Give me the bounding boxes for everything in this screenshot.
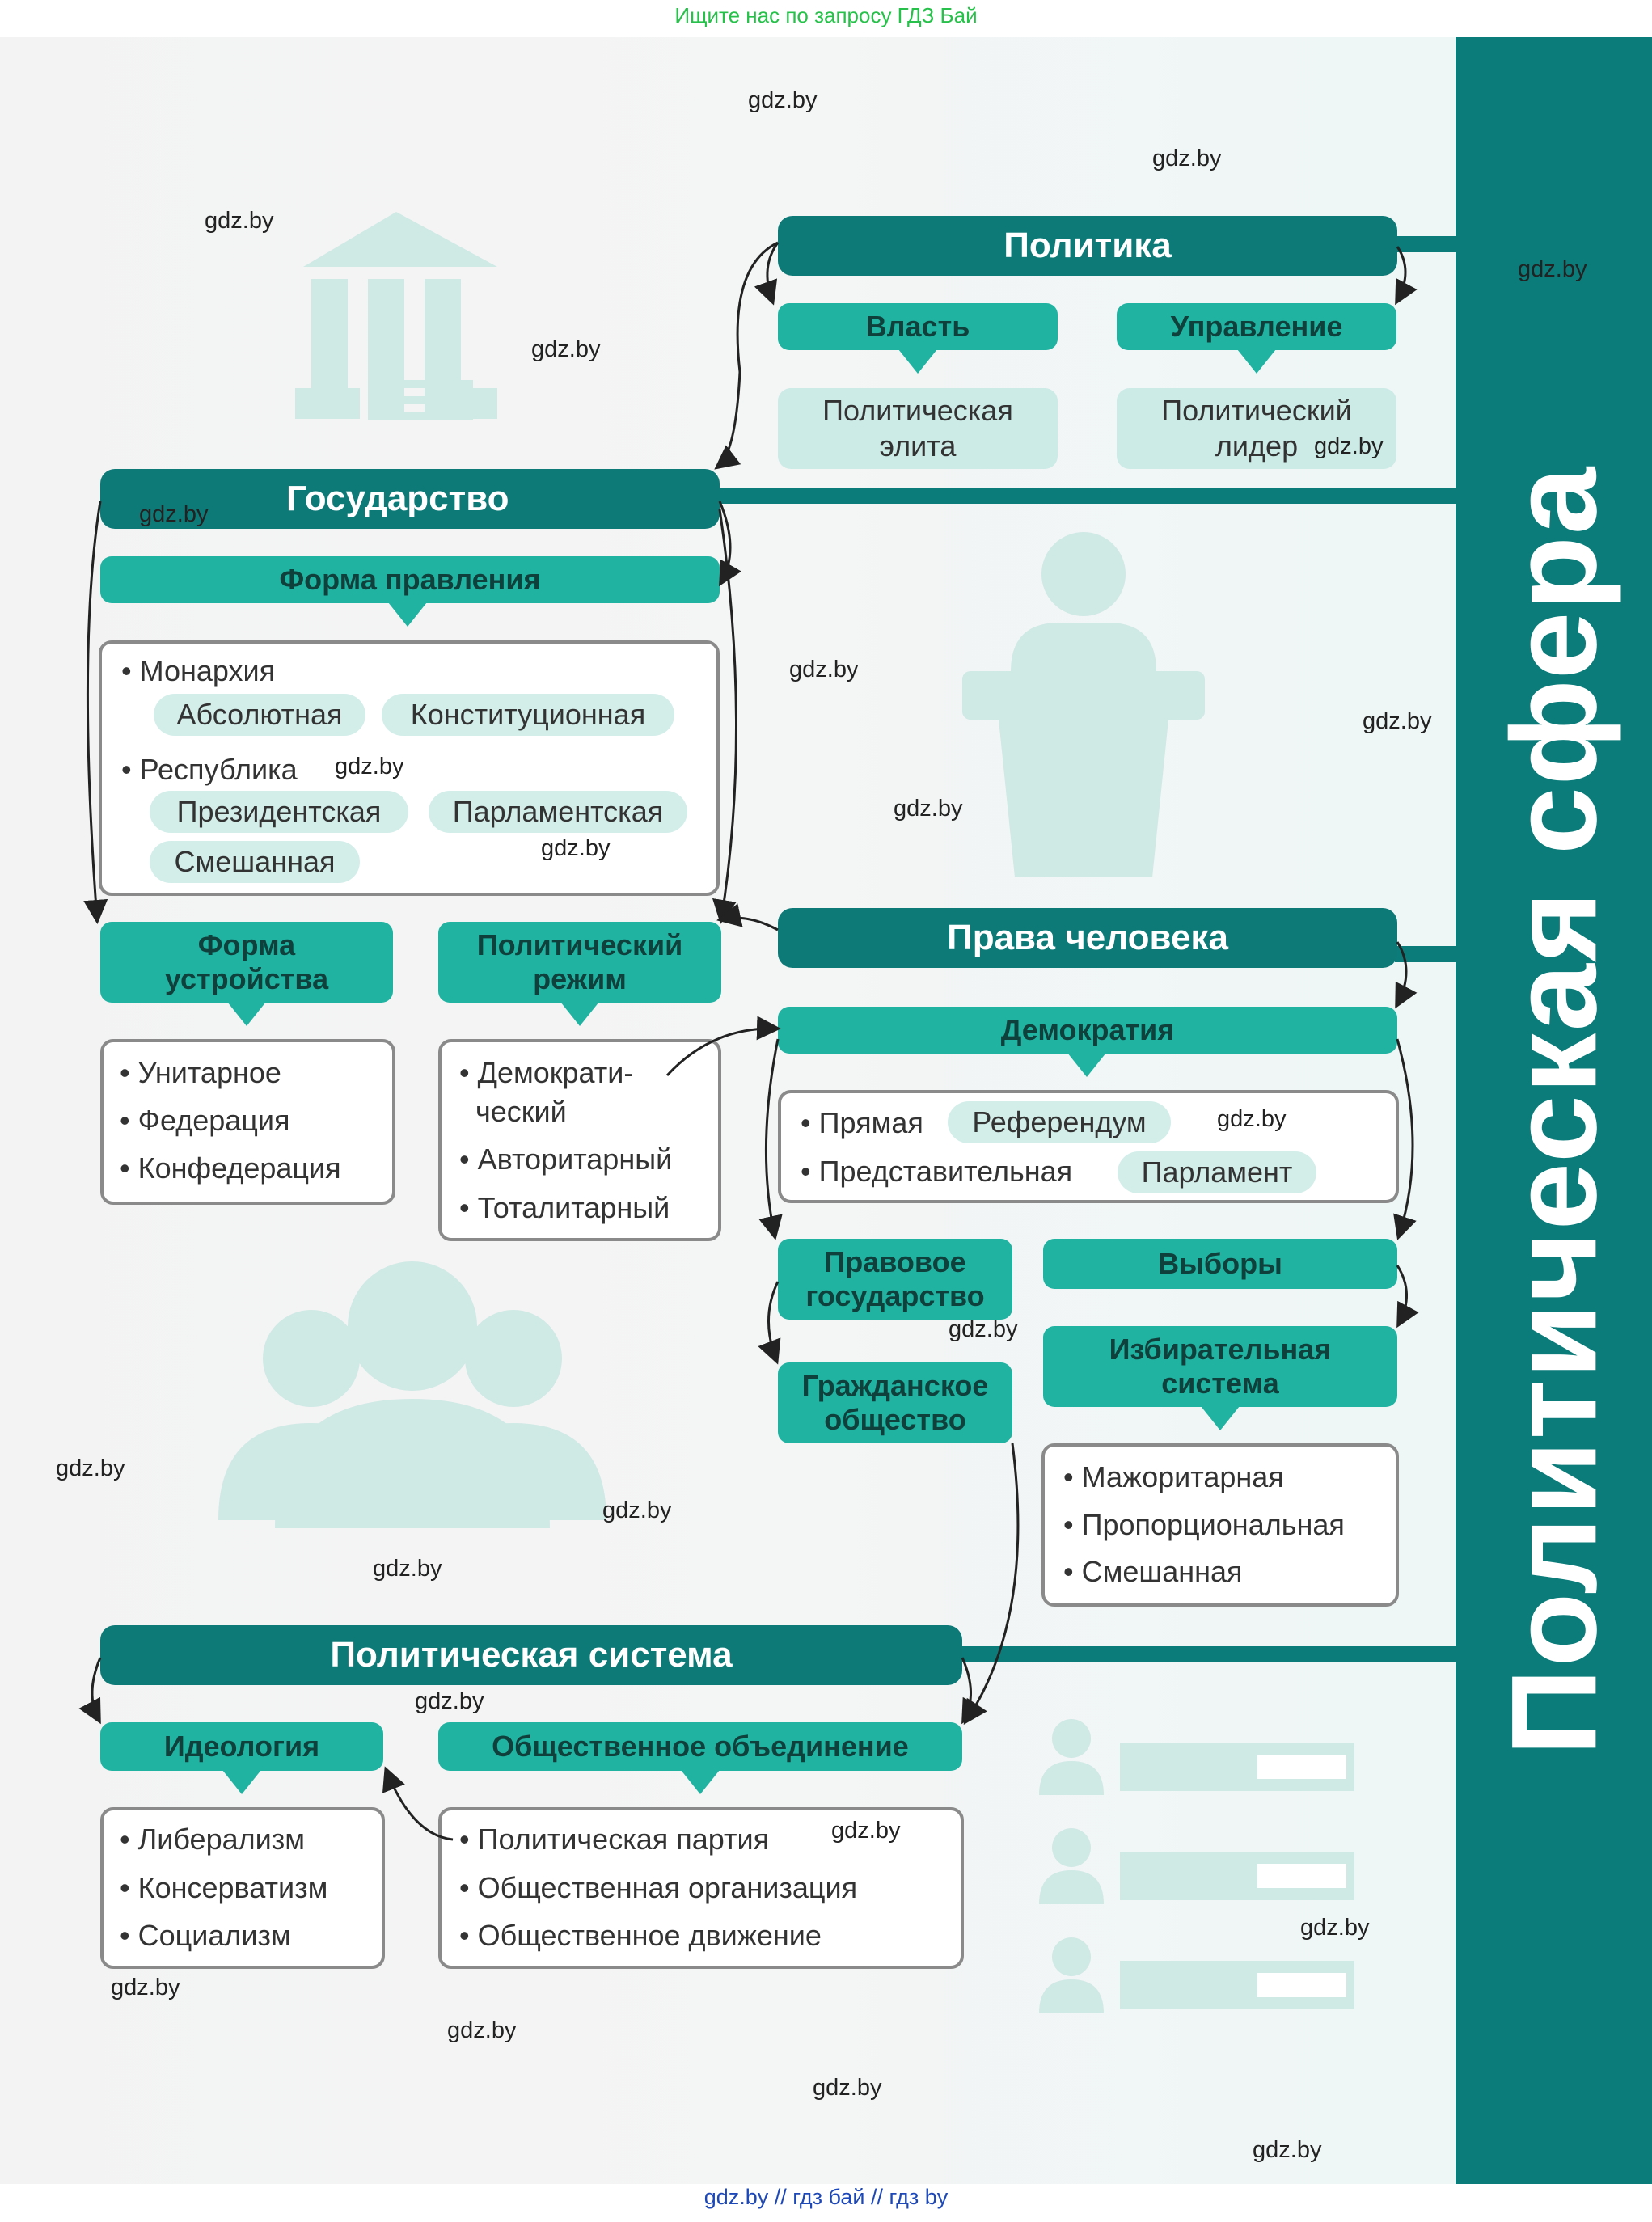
watermark: gdz.by <box>1217 1106 1287 1132</box>
regime-item-1: • Демократи- <box>459 1056 634 1089</box>
civil-society-box: Гражданское общество <box>778 1362 1012 1443</box>
watermark: gdz.by <box>748 87 818 113</box>
power-box: Власть <box>778 303 1058 350</box>
state-connector <box>712 488 1460 504</box>
bottom-note[interactable]: gdz.by // гдз бай // гдз by <box>703 2185 949 2209</box>
electoral-item-1: • Мажоритарная <box>1063 1460 1284 1493</box>
ideology-item-2: • Консерватизм <box>120 1871 328 1904</box>
system-connector <box>962 1646 1460 1662</box>
electoral-list <box>1041 1443 1399 1607</box>
referendum-pill: Референдум <box>948 1101 1171 1143</box>
power-pointer <box>898 349 937 374</box>
politics-connector <box>1395 236 1460 252</box>
electoral-system-pointer <box>1201 1406 1240 1430</box>
people-group-icon <box>218 1261 606 1528</box>
watermark: gdz.by <box>949 1316 1018 1342</box>
association-list <box>438 1807 964 1969</box>
ideology-box: Идеология <box>100 1722 383 1771</box>
constitutional-pill: Конституционная <box>382 694 674 736</box>
top-note: Ищите нас по запросу ГДЗ Бай <box>674 3 978 27</box>
form-struct-list <box>100 1039 395 1205</box>
watermark: gdz.by <box>831 1818 901 1844</box>
watermark: gdz.by <box>1253 2137 1322 2163</box>
regime-item-3: • Тоталитарный <box>459 1191 670 1224</box>
watermark: gdz.by <box>541 835 611 861</box>
ideology-item-1: • Либерализм <box>120 1823 305 1856</box>
management-pointer <box>1237 349 1276 374</box>
electoral-system-box: Избирательная система <box>1043 1326 1397 1407</box>
watermark: gdz.by <box>789 657 859 682</box>
form-struct-pointer <box>227 1002 266 1026</box>
watermark: gdz.by <box>894 796 963 822</box>
regime-box: Политический режим <box>438 922 721 1003</box>
rights-connector <box>1395 946 1460 962</box>
association-item-1: • Политическая партия <box>459 1823 770 1856</box>
democracy-box: Демократия <box>778 1007 1397 1054</box>
direct-item: • Прямая <box>801 1106 923 1139</box>
form-struct-box: Форма устройства <box>100 922 393 1003</box>
regime-item-1b: ческий <box>459 1095 567 1128</box>
watermark: gdz.by <box>415 1688 484 1714</box>
parliament-pill: Парламент <box>1118 1151 1316 1193</box>
politics-header: Политика <box>778 216 1397 276</box>
democracy-pointer <box>1067 1053 1106 1077</box>
leader-box: Политический лидер <box>1117 388 1396 469</box>
watermark: gdz.by <box>205 208 274 234</box>
electoral-item-2: • Пропорциональная <box>1063 1508 1345 1541</box>
elite-box: Политическая элита <box>778 388 1058 469</box>
monarchy-item: • Монархия <box>121 654 276 687</box>
watermark: gdz.by <box>1518 256 1587 282</box>
association-item-2: • Общественная организация <box>459 1871 858 1904</box>
presidential-pill: Президентская <box>150 791 408 833</box>
ideology-pointer <box>222 1770 261 1794</box>
mixed-pill: Смешанная <box>150 841 360 883</box>
system-header: Политическая система <box>100 1625 962 1685</box>
struct-item-1: • Унитарное <box>120 1056 281 1089</box>
parliamentary-pill: Парламентская <box>429 791 687 833</box>
regime-pointer <box>560 1002 599 1026</box>
rights-header: Права человека <box>778 908 1397 968</box>
side-band <box>1456 37 1652 2184</box>
watermark: gdz.by <box>447 2017 517 2043</box>
speaker-podium-icon <box>962 532 1205 877</box>
watermark: gdz.by <box>1152 146 1222 171</box>
watermark: gdz.by <box>335 754 404 779</box>
form-gov-pointer <box>388 602 427 627</box>
association-item-3: • Общественное движение <box>459 1919 822 1952</box>
elections-box: Выборы <box>1043 1239 1397 1289</box>
management-box: Управление <box>1117 303 1396 350</box>
form-gov-box: Форма правления <box>100 556 720 603</box>
state-header: Государство <box>100 469 720 529</box>
association-pointer <box>681 1770 720 1794</box>
absolute-pill: Абсолютная <box>154 694 365 736</box>
regime-item-2: • Авторитарный <box>459 1143 673 1176</box>
watermark: gdz.by <box>531 336 601 362</box>
watermark: gdz.by <box>1363 708 1432 734</box>
ballot-list-icon <box>1039 1719 1354 2013</box>
watermark: gdz.by <box>602 1498 672 1523</box>
watermark: gdz.by <box>1300 1915 1370 1941</box>
watermark: gdz.by <box>139 501 209 527</box>
republic-item: • Республика <box>121 753 298 786</box>
representative-item: • Представительная <box>801 1155 1073 1188</box>
regime-list <box>438 1039 721 1241</box>
watermark: gdz.by <box>111 1975 180 2000</box>
electoral-item-3: • Смешанная <box>1063 1555 1243 1588</box>
building-icon <box>295 212 497 420</box>
watermark: gdz.by <box>813 2075 882 2101</box>
rule-of-law-box: Правовое государство <box>778 1239 1012 1320</box>
ideology-item-3: • Социализм <box>120 1919 291 1952</box>
watermark: gdz.by <box>56 1455 125 1481</box>
association-box: Общественное объединение <box>438 1722 962 1771</box>
ideology-list <box>100 1807 385 1969</box>
struct-item-2: • Федерация <box>120 1104 290 1137</box>
watermark: gdz.by <box>373 1556 442 1582</box>
watermark: gdz.by <box>1314 433 1384 459</box>
struct-item-3: • Конфедерация <box>120 1151 341 1185</box>
state-title: Государство <box>286 479 509 518</box>
